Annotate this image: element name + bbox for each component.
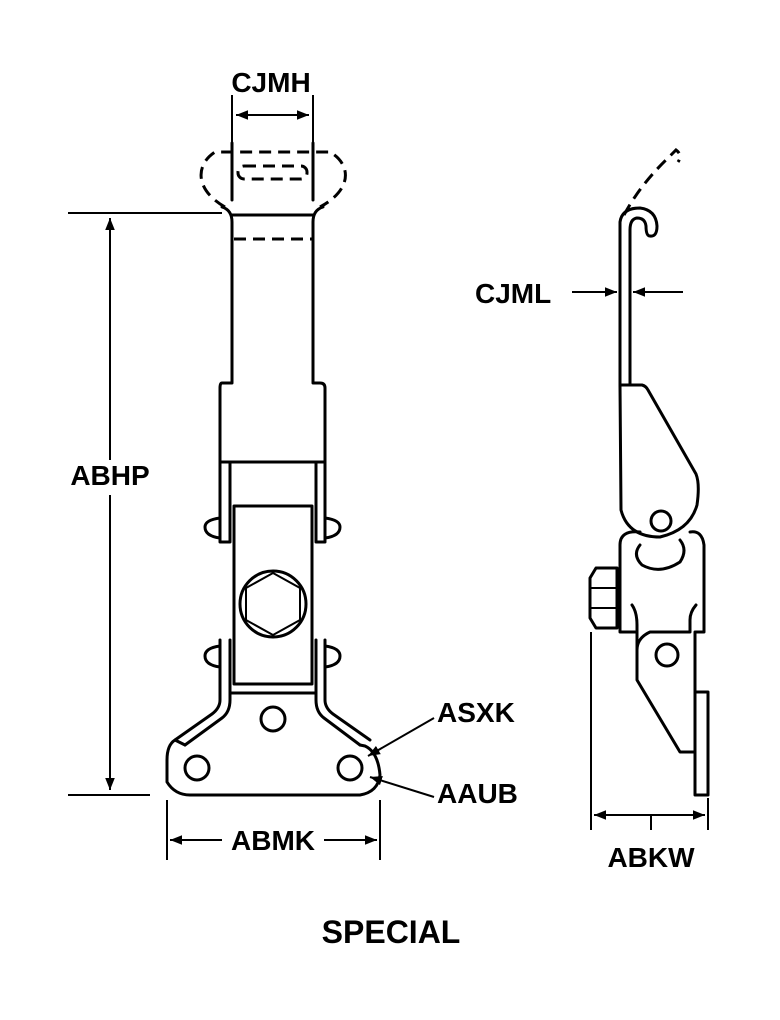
front-dimensions: CJMH ABHP ABMK ASXK AAUB (68, 67, 518, 860)
dim-label-cjmh: CJMH (231, 67, 310, 98)
lever-pivot-pin (649, 509, 673, 533)
dim-label-asxk: ASXK (437, 697, 515, 728)
lever-body (618, 383, 700, 539)
mounting-hole-center (259, 705, 287, 733)
hex-nut-side (588, 566, 619, 630)
dim-label-abmk: ABMK (231, 825, 315, 856)
pivot-ear-left-lower (203, 644, 222, 669)
base-plate (165, 738, 382, 797)
base-pivot-hole (654, 642, 680, 668)
side-dimensions: CJML ABKW (475, 278, 709, 873)
base-plate-side (693, 690, 710, 797)
hook-phantom (622, 148, 682, 216)
strap-phantom-outline (199, 150, 347, 209)
catch-body (232, 504, 314, 686)
dim-label-cjml: CJML (475, 278, 551, 309)
pivot-ear-right (323, 516, 342, 540)
side-view (588, 148, 710, 797)
slot-phantom (236, 164, 309, 181)
dim-label-aaub: AAUB (437, 778, 518, 809)
strap (218, 205, 327, 464)
mounting-hole-left (183, 754, 211, 782)
drawing-caption: SPECIAL (322, 914, 461, 950)
pivot-ear-left (203, 516, 222, 540)
hex-bolt-icon (245, 571, 301, 637)
hex-bolt-circle (238, 569, 308, 639)
catch-body-side (618, 530, 706, 634)
mounting-hole-right (336, 754, 364, 782)
pivot-ear-right-lower (323, 644, 342, 669)
base-lever (630, 603, 698, 754)
dim-label-abhp: ABHP (70, 460, 149, 491)
bracket (173, 638, 232, 747)
lever-strap (618, 206, 659, 387)
front-view (165, 141, 382, 797)
dim-label-abkw: ABKW (607, 842, 695, 873)
